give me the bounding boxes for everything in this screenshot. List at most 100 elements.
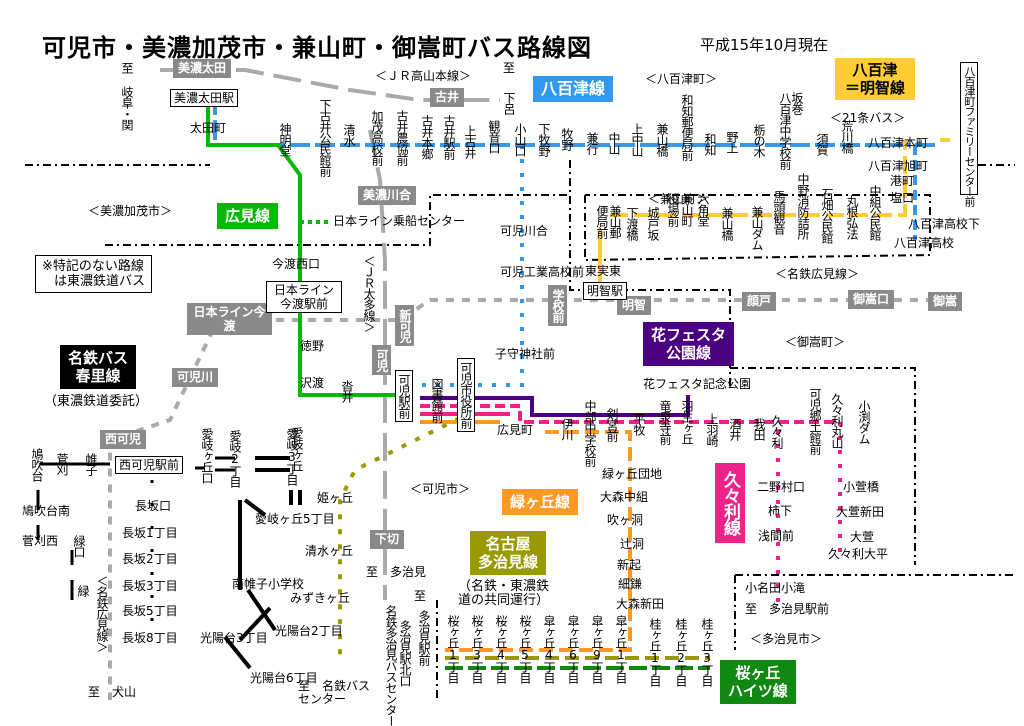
bus-stop[interactable]: 日本ライン乗船センター bbox=[333, 214, 466, 228]
bus-stop[interactable]: 緑 bbox=[76, 585, 90, 596]
bus-stop[interactable]: 細鎌 bbox=[618, 577, 643, 591]
bus-stop[interactable]: 愛岐ヶ丘 bbox=[290, 427, 304, 471]
bus-stop[interactable]: 役場前 bbox=[666, 193, 680, 226]
rail-station-kanigawa[interactable]: 可児川 bbox=[172, 368, 219, 387]
bus-stop[interactable]: 石畑公民館 bbox=[820, 188, 834, 243]
bus-stop[interactable]: 長坂口 bbox=[135, 499, 172, 513]
rail-station-akechi[interactable]: 明智 bbox=[617, 296, 652, 315]
stop-nihonrain-imawatari-ekimae[interactable]: 日本ライン今渡駅前 bbox=[266, 281, 342, 313]
bus-stop[interactable]: 観音口 bbox=[487, 120, 501, 153]
bus-stop[interactable]: 八百津高校下 bbox=[908, 217, 981, 231]
bus-stop[interactable]: 上羽崎 bbox=[705, 413, 719, 446]
bus-stop[interactable]: 兼山橋 bbox=[655, 123, 669, 156]
bus-stop[interactable]: 沓井 bbox=[340, 380, 354, 402]
bus-stop[interactable]: 牧野 bbox=[560, 128, 574, 150]
bus-stop[interactable]: 菅刈 bbox=[55, 453, 69, 475]
rail-station-furui[interactable]: 古井 bbox=[430, 88, 465, 107]
bus-stop[interactable]: 上古井 bbox=[463, 125, 477, 158]
bus-stop[interactable]: 港町 bbox=[890, 174, 915, 188]
bus-stop[interactable]: 古井農協前 bbox=[395, 110, 409, 165]
rail-station-nihonrain-imawatari[interactable]: 日本ライン今渡 bbox=[187, 303, 272, 335]
bus-stop[interactable]: 図書館前 bbox=[430, 378, 444, 422]
bus-stop[interactable]: 菅刈西 bbox=[22, 534, 59, 548]
bus-stop[interactable]: 名鉄多治見バスセンター bbox=[384, 605, 398, 726]
bus-stop[interactable]: 中野消防詰所 bbox=[796, 173, 810, 239]
bus-stop[interactable]: 神明堂 bbox=[278, 123, 292, 156]
bus-stop[interactable]: 緑ヶ丘団地 bbox=[602, 467, 663, 481]
bus-stop[interactable]: 小渕ダム bbox=[857, 400, 871, 444]
rail-station-minoota[interactable]: 美濃太田 bbox=[173, 59, 232, 78]
bus-stop[interactable]: 兼山橋 bbox=[720, 207, 734, 240]
bus-stop[interactable]: 羽生ヶ丘 bbox=[680, 400, 694, 444]
bus-stop[interactable]: 兼行 bbox=[585, 132, 599, 154]
bus-stop[interactable]: 我田 bbox=[752, 418, 766, 440]
bus-stop[interactable]: 平牧 bbox=[632, 413, 646, 435]
bus-stop[interactable]: 八百津高校 bbox=[894, 236, 955, 250]
bus-stop[interactable]: 大森中組 bbox=[600, 490, 649, 504]
bus-stop[interactable]: 長坂8丁目 bbox=[122, 631, 178, 645]
bus-stop[interactable]: 東実東 bbox=[585, 264, 622, 278]
bus-stop[interactable]: 上中山 bbox=[630, 123, 644, 156]
bus-stop[interactable]: 下古井公民館前 bbox=[318, 99, 332, 176]
bus-stop[interactable]: 伊川 bbox=[560, 418, 574, 440]
bus-stop[interactable]: 久々利 bbox=[770, 415, 784, 448]
stop-minoota-eki[interactable]: 美濃太田駅 bbox=[170, 89, 239, 107]
bus-stop[interactable]: 可児郷土館前 bbox=[808, 388, 822, 454]
bus-stop[interactable]: 辻洞 bbox=[620, 537, 645, 551]
bus-stop[interactable]: 皐ヶ丘4丁目 bbox=[542, 615, 556, 683]
bus-stop[interactable]: 小萱橋 bbox=[843, 480, 880, 494]
bus-stop[interactable]: 古井駅前 bbox=[442, 115, 456, 159]
bus-stop[interactable]: 八百津旭町 bbox=[868, 159, 929, 173]
bus-stop[interactable]: 丸根弘法 bbox=[845, 195, 859, 239]
bus-stop[interactable]: 竜泉寺前 bbox=[658, 400, 672, 444]
bus-stop[interactable]: 子守神社前 bbox=[495, 347, 556, 361]
bus-stop[interactable]: 須賀 bbox=[815, 133, 829, 155]
bus-stop[interactable]: 加茂高校前 bbox=[370, 110, 384, 165]
bus-stop[interactable]: 愛岐2丁目 bbox=[228, 430, 242, 487]
bus-stop[interactable]: みずきヶ丘 bbox=[290, 591, 351, 605]
bus-stop[interactable]: 馬頭観音 bbox=[772, 190, 786, 234]
rail-station-shinkani[interactable]: 新可児 bbox=[395, 305, 414, 346]
route-label-meitetsu-kasugari[interactable]: 名鉄バス 春里線 bbox=[60, 345, 137, 389]
route-label-yaotsu-akechi[interactable]: 八百津 ＝明智線 bbox=[835, 58, 916, 100]
bus-stop[interactable]: 多治見駅前 bbox=[417, 610, 431, 665]
route-label-kukuri[interactable]: 久々利線 bbox=[715, 463, 745, 543]
bus-stop[interactable]: 柿下 bbox=[768, 504, 793, 518]
bus-stop[interactable]: 剣宮前 bbox=[605, 408, 619, 441]
rail-station-gakkomae[interactable]: 学校前 bbox=[548, 285, 567, 326]
bus-stop[interactable]: 下牧野 bbox=[537, 123, 551, 156]
bus-stop[interactable]: 塩口 bbox=[890, 191, 915, 205]
bus-stop[interactable]: 皐ヶ丘1丁目 bbox=[614, 615, 628, 683]
bus-stop[interactable]: 桜ヶ丘3丁目 bbox=[470, 615, 484, 683]
bus-stop[interactable]: 新起 bbox=[617, 558, 642, 572]
rail-station-nishikani[interactable]: 西可児 bbox=[100, 430, 147, 449]
bus-stop[interactable]: 可児工業高校前 bbox=[500, 265, 585, 279]
bus-stop[interactable]: 桜ヶ丘1丁目 bbox=[446, 615, 460, 683]
bus-stop[interactable]: 城戸坂 bbox=[646, 207, 660, 240]
bus-stop[interactable]: 酒井 bbox=[728, 418, 742, 440]
bus-stop[interactable]: 八百津本町 bbox=[868, 136, 929, 150]
bus-stop[interactable]: 久々利大平 bbox=[828, 547, 889, 561]
stop-kani-ekimae[interactable]: 可児駅前 bbox=[395, 370, 413, 422]
rail-station-godo[interactable]: 顔戸 bbox=[742, 292, 777, 311]
bus-stop[interactable]: 今渡西口 bbox=[272, 257, 321, 271]
rail-station-kani[interactable]: 可児 bbox=[372, 345, 391, 375]
bus-stop[interactable]: 長坂1丁目 bbox=[122, 526, 178, 540]
stop-akechi-eki[interactable]: 明智駅 bbox=[583, 282, 628, 300]
stop-kani-shiyakusho[interactable]: 可児市役所前 bbox=[457, 358, 475, 432]
bus-stop[interactable]: 姫ヶ丘 bbox=[317, 491, 354, 505]
bus-stop[interactable]: 花フェスタ記念公園 bbox=[643, 377, 752, 391]
bus-stop[interactable]: 大萱 bbox=[850, 530, 875, 544]
bus-stop[interactable]: 和知郵便局前 bbox=[680, 94, 694, 160]
bus-stop[interactable]: 鳩吹台 bbox=[30, 448, 44, 481]
bus-stop[interactable]: 愛岐ヶ丘5丁目 bbox=[255, 512, 335, 526]
route-label-hanafesta[interactable]: 花フェスタ 公園線 bbox=[643, 322, 735, 366]
bus-stop[interactable]: 坂巻 bbox=[790, 92, 804, 114]
rail-station-shimogiri[interactable]: 下切 bbox=[370, 530, 405, 549]
bus-stop[interactable]: 多治見駅北口 bbox=[398, 620, 412, 686]
bus-stop[interactable]: 浅間前 bbox=[758, 529, 795, 543]
bus-stop[interactable]: 便局前 bbox=[595, 205, 609, 238]
bus-stop[interactable]: 緑口 bbox=[72, 535, 86, 557]
bus-stop[interactable]: 可児川合 bbox=[500, 224, 549, 238]
bus-stop[interactable]: 桂ヶ丘2丁目 bbox=[674, 618, 688, 686]
